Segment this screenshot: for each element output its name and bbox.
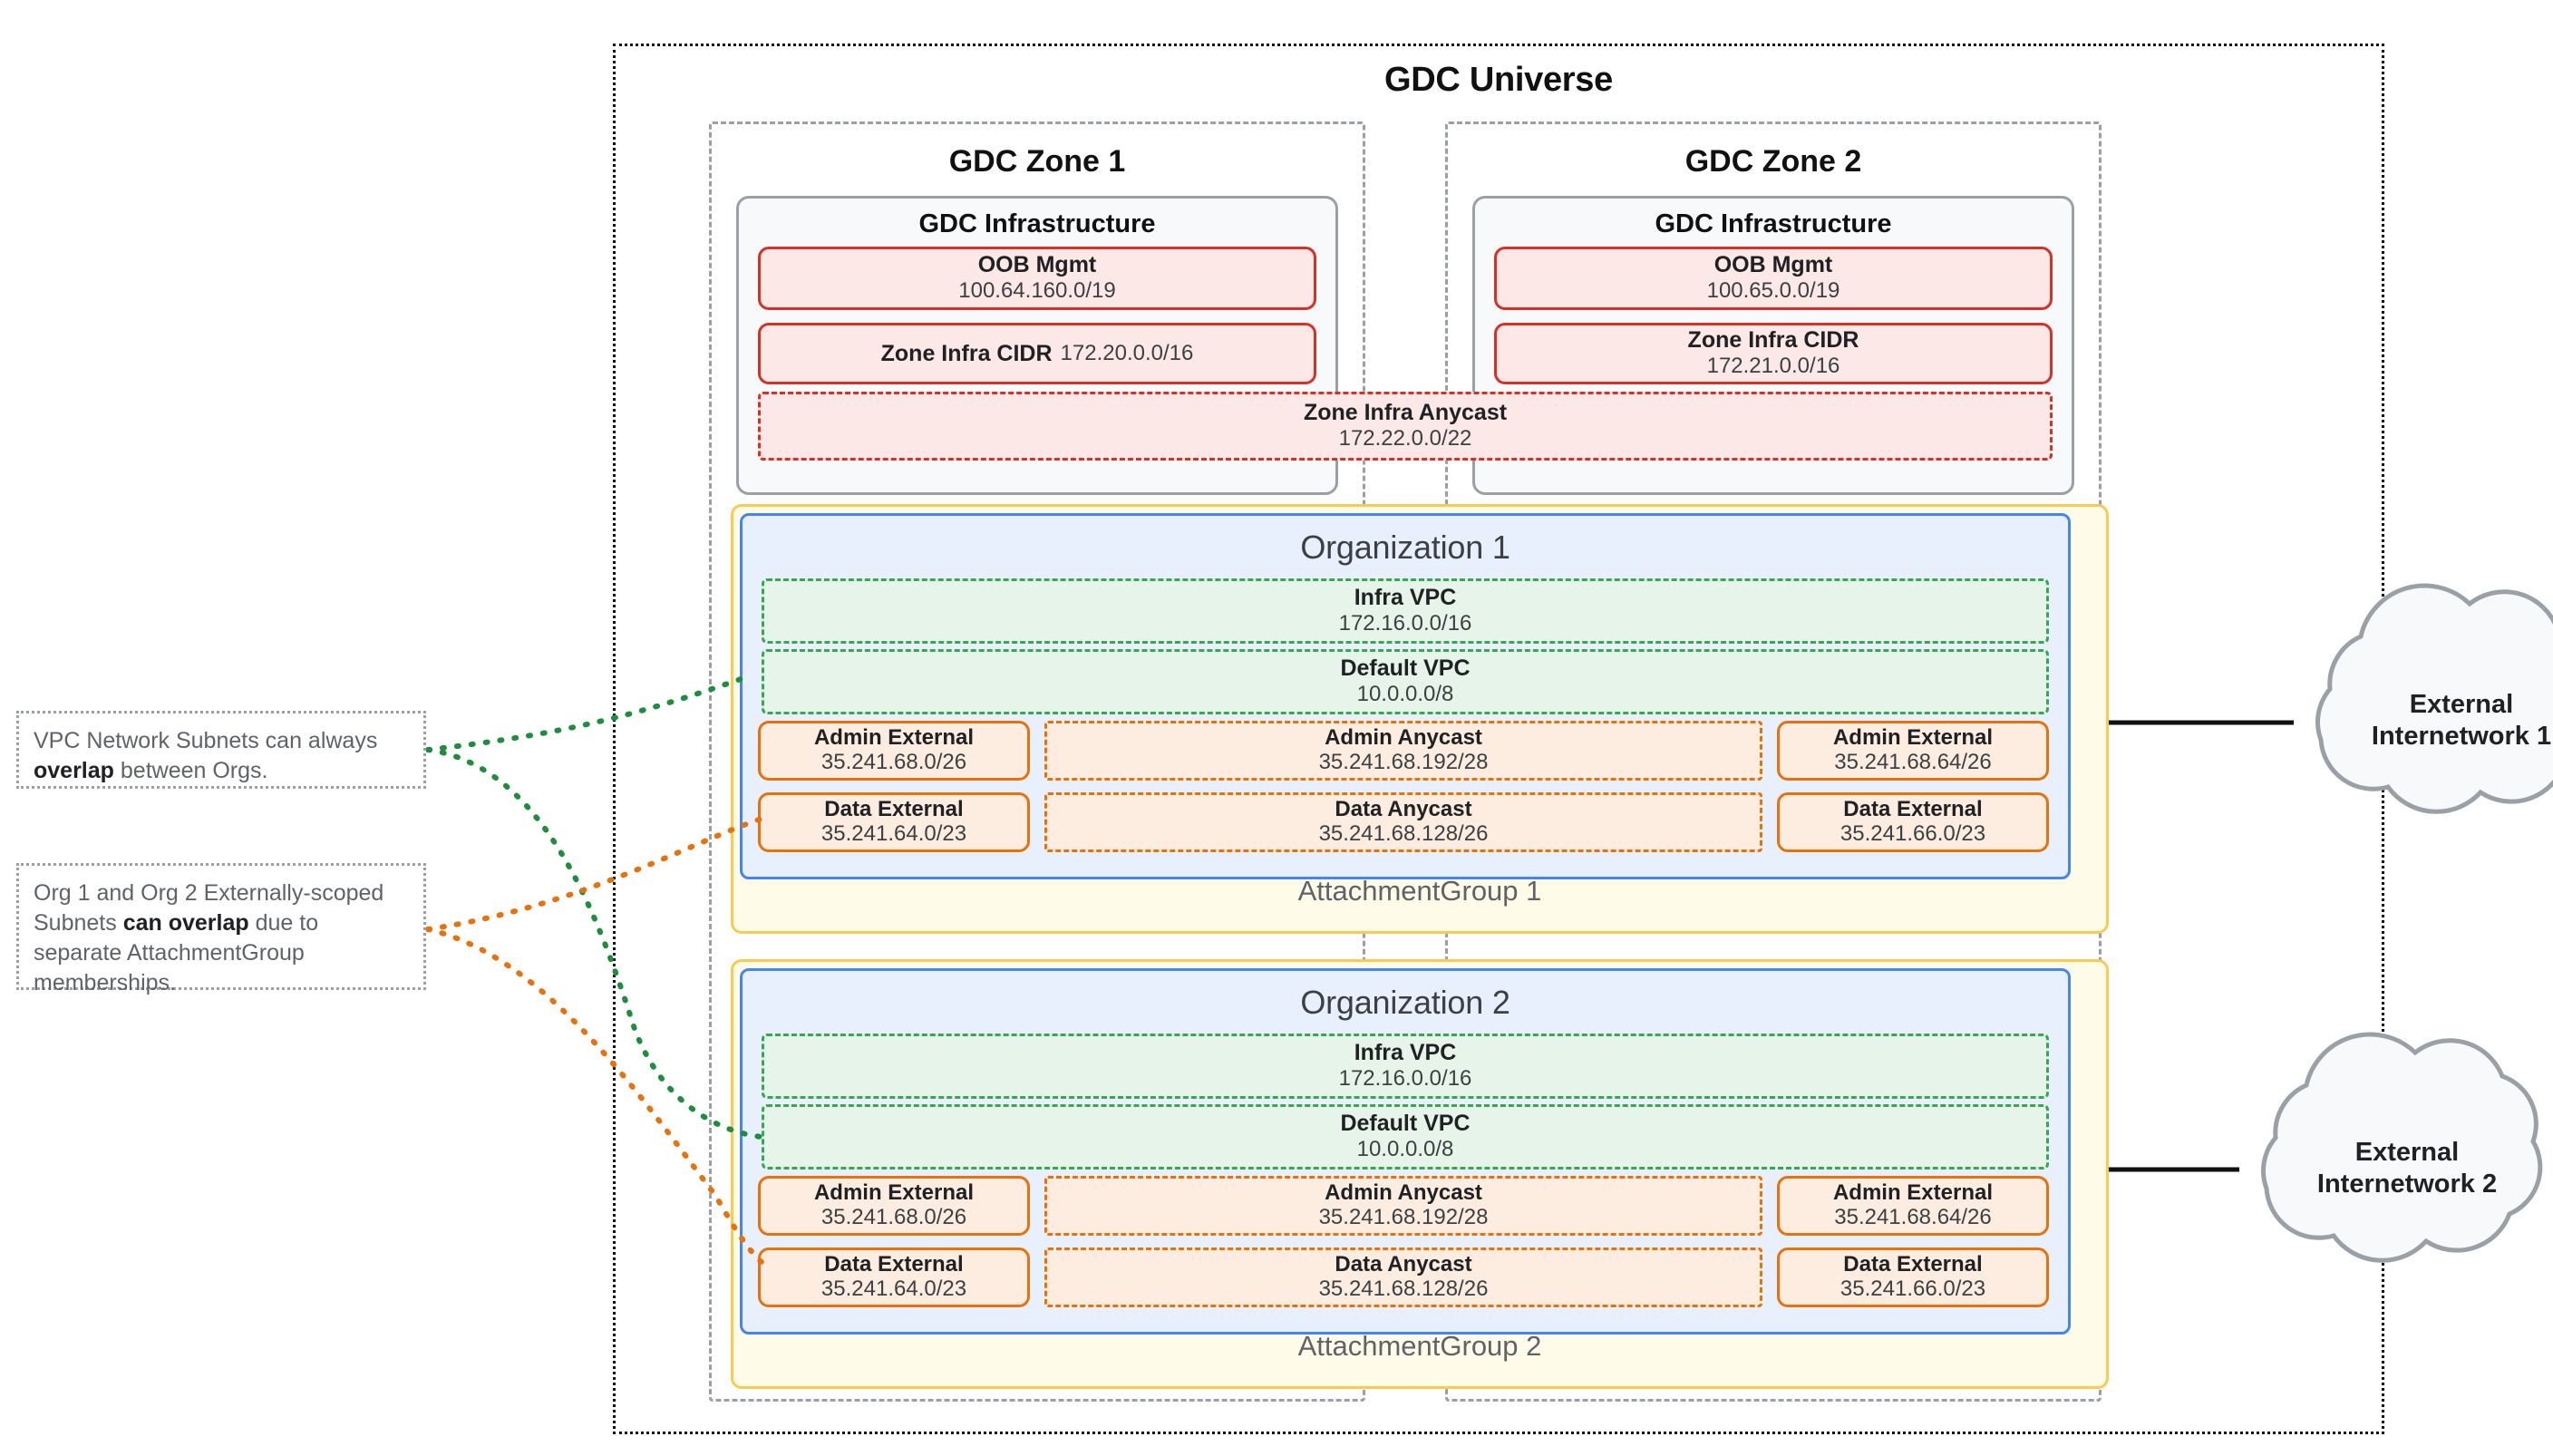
org-1-data-external-right-cidr: 35.241.66.0/23: [1840, 821, 1986, 847]
org-1-data-anycast-cidr: 35.241.68.128/26: [1318, 821, 1489, 847]
org-2-admin-external-right-label: Admin External: [1832, 1179, 1994, 1205]
zone-2-oob-mgmt-cidr: 100.65.0.0/19: [1706, 277, 1840, 303]
org-1-infra-vpc-cidr: 172.16.0.0/16: [1338, 610, 1472, 636]
org-1-admin-anycast-cidr: 35.241.68.192/28: [1318, 750, 1489, 775]
note-1-strong: overlap: [34, 758, 114, 783]
org-2-data-external-right-cidr: 35.241.66.0/23: [1840, 1276, 1986, 1302]
zone-1-oob-mgmt-cidr: 100.64.160.0/19: [958, 277, 1116, 303]
org-2-data-external-right-label: Data External: [1843, 1251, 1983, 1276]
zone-infra-anycast-cidr: 172.22.0.0/22: [1338, 425, 1472, 451]
zone-2-infra-cidr-value: 172.21.0.0/16: [1706, 353, 1840, 378]
org-2-admin-anycast-label: Admin Anycast: [1325, 1179, 1482, 1205]
attachment-group-1-label: AttachmentGroup 1: [1297, 875, 1542, 907]
attachment-group-2-label: AttachmentGroup 2: [1297, 1330, 1542, 1362]
org-2-admin-anycast-cidr: 35.241.68.192/28: [1318, 1205, 1489, 1230]
org-1-admin-anycast: Admin Anycast 35.241.68.192/28: [1044, 721, 1762, 781]
org-1-data-anycast-label: Data Anycast: [1335, 796, 1472, 821]
org-2-admin-external-right-cidr: 35.241.68.64/26: [1834, 1205, 1992, 1230]
zone-2-oob-mgmt-label: OOB Mgmt: [1713, 252, 1833, 278]
external-internetwork-2-line2: Internetwork 2: [2316, 1169, 2498, 1199]
org-2-admin-external-left-label: Admin External: [813, 1179, 975, 1205]
org-2-data-anycast-label: Data Anycast: [1335, 1251, 1472, 1276]
note-external-scoped-overlap: Org 1 and Org 2 Externally-scoped Subnet…: [16, 863, 426, 995]
note-2-strong: can overlap: [122, 910, 249, 936]
org-2-data-anycast-cidr: 35.241.68.128/26: [1318, 1276, 1489, 1302]
zone-1-infra-cidr-box: Zone Infra CIDR 172.20.0.0/16: [758, 323, 1316, 384]
organization-2-title: Organization 2: [1300, 984, 1510, 1021]
org-2-admin-anycast: Admin Anycast 35.241.68.192/28: [1044, 1176, 1762, 1236]
org-1-admin-external-right-cidr: 35.241.68.64/26: [1834, 750, 1992, 775]
org-1-data-external-right-label: Data External: [1843, 796, 1983, 821]
note-2-post: due to separate AttachmentGroup membersh…: [34, 910, 319, 995]
external-internetwork-2-line1: External: [2354, 1138, 2460, 1167]
org-2-infra-vpc-cidr: 172.16.0.0/16: [1338, 1065, 1472, 1091]
org-1-default-vpc-label: Default VPC: [1340, 655, 1471, 682]
org-2-admin-external-left: Admin External 35.241.68.0/26: [758, 1176, 1030, 1236]
zone-2-oob-mgmt-box: OOB Mgmt 100.65.0.0/19: [1494, 247, 2053, 310]
zone-1-infra-cidr-label: Zone Infra CIDR: [880, 340, 1053, 366]
org-1-data-external-left: Data External 35.241.64.0/23: [758, 792, 1030, 852]
org-1-data-anycast: Data Anycast 35.241.68.128/26: [1044, 792, 1762, 852]
org-2-default-vpc-box: Default VPC 10.0.0.0/8: [762, 1104, 2049, 1170]
organization-1-title: Organization 1: [1300, 529, 1510, 566]
gdc-universe-title: GDC Universe: [1384, 60, 1613, 99]
org-1-admin-external-left-cidr: 35.241.68.0/26: [820, 750, 967, 775]
zone-2-infra-cidr-label: Zone Infra CIDR: [1687, 327, 1859, 354]
org-2-data-external-left-label: Data External: [824, 1251, 964, 1276]
external-internetwork-2-label: External Internetwork 2: [2276, 1137, 2538, 1200]
org-1-admin-anycast-label: Admin Anycast: [1325, 724, 1482, 750]
note-2-pre: Org 1 and Org 2 Externally-scoped Subnet…: [34, 880, 384, 936]
org-2-data-anycast: Data Anycast 35.241.68.128/26: [1044, 1247, 1762, 1307]
org-1-admin-external-left-label: Admin External: [813, 724, 975, 750]
external-internetwork-1-line1: External: [2409, 690, 2514, 719]
org-2-default-vpc-label: Default VPC: [1340, 1111, 1471, 1137]
org-2-default-vpc-cidr: 10.0.0.0/8: [1356, 1136, 1454, 1161]
org-1-data-external-right: Data External 35.241.66.0/23: [1777, 792, 2049, 852]
note-vpc-subnet-overlap: VPC Network Subnets can always overlap b…: [16, 711, 426, 789]
zone-1-infra-cidr-value: 172.20.0.0/16: [1060, 340, 1194, 365]
zone-infra-anycast-box: Zone Infra Anycast 172.22.0.0/22: [758, 392, 2053, 461]
external-internetwork-1-line2: Internetwork 1: [2371, 721, 2552, 751]
org-1-admin-external-right-label: Admin External: [1832, 724, 1994, 750]
org-1-infra-vpc-label: Infra VPC: [1354, 585, 1457, 611]
org-1-default-vpc-box: Default VPC 10.0.0.0/8: [762, 649, 2049, 714]
org-2-infra-vpc-label: Infra VPC: [1354, 1040, 1457, 1066]
note-1-pre: VPC Network Subnets can always: [34, 728, 378, 753]
org-1-data-external-left-cidr: 35.241.64.0/23: [820, 821, 967, 847]
zone-2-infra-cidr-box: Zone Infra CIDR 172.21.0.0/16: [1494, 323, 2053, 384]
zone-2-infrastructure-title: GDC Infrastructure: [1655, 209, 1892, 238]
gdc-zone-2-title: GDC Zone 2: [1684, 143, 1862, 179]
zone-1-oob-mgmt-label: OOB Mgmt: [977, 252, 1097, 278]
org-1-admin-external-left: Admin External 35.241.68.0/26: [758, 721, 1030, 781]
org-1-infra-vpc-box: Infra VPC 172.16.0.0/16: [762, 578, 2049, 644]
org-2-admin-external-right: Admin External 35.241.68.64/26: [1777, 1176, 2049, 1236]
org-1-default-vpc-cidr: 10.0.0.0/8: [1356, 681, 1454, 706]
org-2-infra-vpc-box: Infra VPC 172.16.0.0/16: [762, 1034, 2049, 1099]
zone-1-oob-mgmt-box: OOB Mgmt 100.64.160.0/19: [758, 247, 1316, 310]
org-1-data-external-left-label: Data External: [824, 796, 964, 821]
org-2-data-external-left-cidr: 35.241.64.0/23: [820, 1276, 967, 1302]
org-1-admin-external-right: Admin External 35.241.68.64/26: [1777, 721, 2049, 781]
external-internetwork-1-label: External Internetwork 1: [2330, 689, 2553, 752]
zone-1-infrastructure-title: GDC Infrastructure: [918, 209, 1156, 238]
note-1-post: between Orgs.: [113, 758, 268, 783]
org-2-admin-external-left-cidr: 35.241.68.0/26: [820, 1205, 967, 1230]
gdc-zone-1-title: GDC Zone 1: [948, 143, 1126, 179]
zone-infra-anycast-label: Zone Infra Anycast: [1303, 400, 1508, 426]
org-2-data-external-right: Data External 35.241.66.0/23: [1777, 1247, 2049, 1307]
org-2-data-external-left: Data External 35.241.64.0/23: [758, 1247, 1030, 1307]
